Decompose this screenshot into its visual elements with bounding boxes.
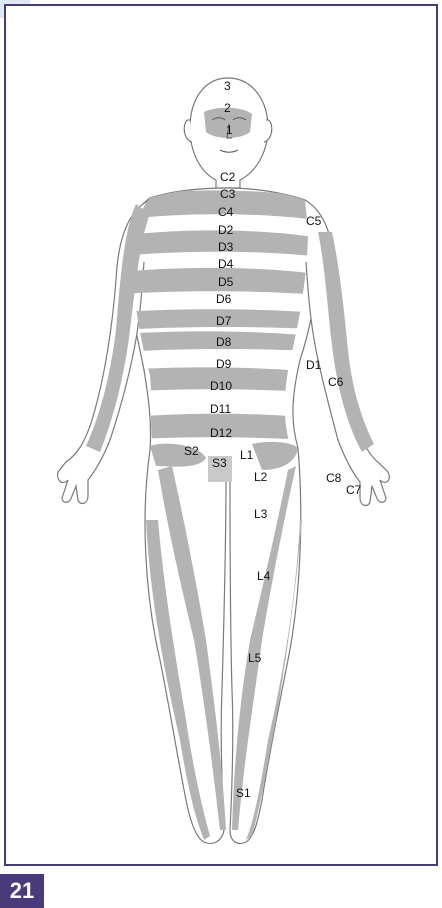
label-d7: D7	[216, 314, 232, 328]
label-l2: L2	[254, 470, 268, 484]
label-l1: L1	[240, 448, 254, 462]
label-l4: L4	[257, 569, 271, 583]
label-d9: D9	[216, 357, 232, 371]
label-d10: D10	[210, 379, 232, 393]
label-s2: S2	[184, 444, 199, 458]
label-d8: D8	[216, 335, 232, 349]
label-s1: S1	[236, 786, 251, 800]
leg-left-outline	[145, 450, 226, 844]
label-d6: D6	[216, 292, 232, 306]
label-d1: D1	[306, 358, 322, 372]
label-c2: C2	[220, 170, 236, 184]
label-l3: L3	[254, 507, 268, 521]
label-d11: D11	[210, 402, 231, 416]
label-d4: D4	[218, 257, 234, 271]
label-2: 2	[224, 101, 231, 115]
label-3: 3	[224, 79, 231, 93]
label-d5: D5	[218, 275, 234, 289]
label-d2: D2	[218, 223, 234, 237]
label-d3: D3	[218, 240, 234, 254]
label-c5: C5	[306, 214, 322, 228]
label-l5: L5	[248, 651, 262, 665]
label-s3: S3	[212, 456, 227, 470]
label-c8: C8	[326, 471, 342, 485]
label-1: 1	[226, 123, 233, 137]
label-c4: C4	[218, 205, 234, 219]
label-c6: C6	[328, 375, 344, 389]
label-d12: D12	[210, 426, 232, 440]
label-c7: C7	[346, 483, 362, 497]
figure-number-badge: 21	[0, 874, 44, 908]
label-c3: C3	[220, 187, 236, 201]
